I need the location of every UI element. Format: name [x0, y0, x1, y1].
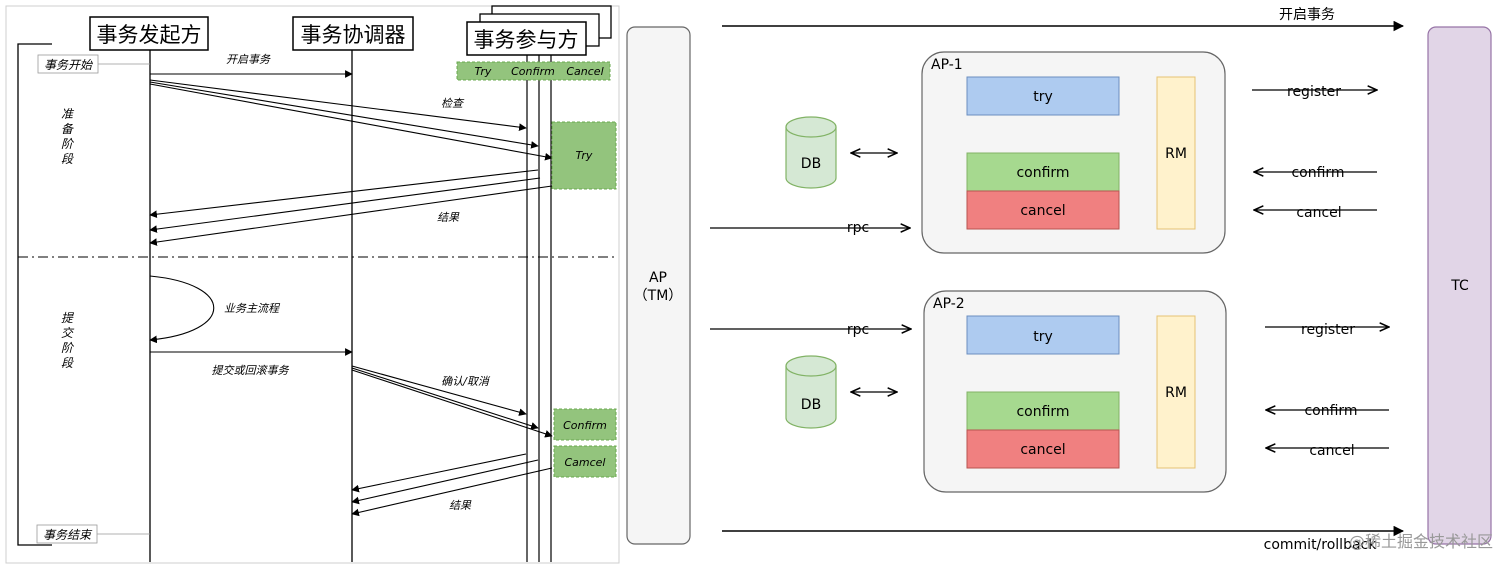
ap1-confirm-msg-label: confirm: [1291, 165, 1344, 181]
msg-confirm-cancel-arrow-1: [351, 365, 527, 416]
bottom-commit-label: commit/rollback: [1264, 537, 1378, 553]
msg-result-arrow-2: [149, 177, 541, 233]
phase-bracket: [17, 43, 52, 546]
header-cell-confirm: Confirm: [511, 65, 555, 78]
ap2-cancel-box: [966, 429, 1120, 469]
ap2-rm-label: RM: [1165, 385, 1187, 401]
prepare-phase-char-3: 阶: [61, 137, 75, 151]
ap2-try-box: [966, 315, 1120, 355]
ap1-rm-label: RM: [1165, 146, 1187, 162]
ap-group-2: AP-2 try confirm cancel RM DB rpc regist…: [710, 290, 1389, 493]
msg-result-label: 结果: [437, 211, 460, 224]
left-sequence-diagram: 事务发起方 事务协调器 事务参与方 事务开始 事务结束 准 备 阶 段 提 交 …: [5, 5, 620, 564]
lane-initiator-box: [89, 16, 209, 51]
ap1-rm-box: [1156, 76, 1196, 230]
ap2-register-label: register: [1301, 322, 1355, 338]
confirm-box-label: Confirm: [563, 419, 607, 432]
msg-result2-arrow-2: [351, 459, 539, 505]
left-panel-frame: [5, 5, 620, 564]
ap2-cancel-label: cancel: [1020, 442, 1065, 458]
ap1-try-box: [966, 76, 1120, 116]
top-open-tx-label: 开启事务: [1279, 7, 1335, 23]
ap-column: [626, 26, 691, 545]
ap1-cancel-msg-label: cancel: [1296, 205, 1341, 221]
msg-result-arrow-3: [149, 185, 553, 246]
prepare-phase-char-1: 准: [61, 107, 75, 121]
ap-label: AP: [649, 270, 667, 286]
msg-open-tx-label: 开启事务: [226, 53, 271, 66]
ap2-rm-box: [1156, 315, 1196, 469]
ap1-confirm-box: [966, 152, 1120, 192]
msg-result2-arrow-1: [351, 453, 527, 493]
commit-phase-char-2: 交: [61, 326, 75, 340]
prepare-phase-char-2: 备: [61, 122, 74, 136]
lane-coordinator-box: [292, 16, 414, 51]
commit-phase-char-1: 提: [61, 311, 75, 325]
prepare-phase-char-4: 段: [61, 152, 74, 166]
ap2-title: AP-2: [933, 296, 965, 312]
cancel-box: [553, 445, 617, 478]
lane-coordinator-label: 事务协调器: [301, 23, 406, 47]
lane-participant-label: 事务参与方: [474, 28, 579, 52]
lane-initiator-label: 事务发起方: [97, 23, 202, 47]
commit-phase-char-4: 段: [61, 356, 74, 370]
right-architecture-diagram: AP （TM） TC 开启事务 commit/rollback AP-1 try…: [626, 7, 1493, 553]
confirm-box: [553, 408, 617, 441]
ap2-try-label: try: [1033, 329, 1053, 345]
msg-confirm-cancel-arrow-3: [351, 369, 553, 438]
try-box: [551, 121, 617, 190]
footer-watermark: @稀土掘金技术社区: [1349, 532, 1493, 551]
msg-check-arrow-3: [149, 83, 553, 161]
ap1-cancel-label: cancel: [1020, 203, 1065, 219]
ap2-confirm-box: [966, 391, 1120, 431]
tx-end-label: 事务结束: [43, 528, 93, 542]
ap-label-tm: （TM）: [634, 288, 683, 304]
msg-commit-label: 提交或回滚事务: [212, 364, 290, 377]
ap-group-1: AP-1 try confirm cancel RM DB rpc regist…: [710, 51, 1377, 254]
ap1-db-cylinder: [785, 116, 837, 189]
ap1-register-label: register: [1287, 84, 1341, 100]
header-cell-cancel: Cancel: [566, 65, 603, 78]
tc-column: [1427, 26, 1492, 545]
ap2-db-label: DB: [801, 397, 821, 413]
ap2-confirm-msg-label: confirm: [1304, 403, 1357, 419]
commit-phase-char-3: 阶: [61, 341, 75, 355]
msg-result2-label: 结果: [449, 499, 472, 512]
ap2-confirm-label: confirm: [1016, 404, 1069, 420]
msg-result-arrow-1: [149, 169, 539, 219]
ap1-confirm-label: confirm: [1016, 165, 1069, 181]
tc-label: TC: [1450, 278, 1469, 294]
try-box-label: Try: [576, 149, 593, 162]
ap1-title: AP-1: [931, 57, 963, 73]
ap1-db-label: DB: [801, 156, 821, 172]
msg-business-flow-label: 业务主流程: [224, 302, 281, 315]
header-cell-try: Try: [475, 65, 492, 78]
msg-check-arrow-2: [149, 81, 539, 149]
participant-header-strip: [456, 61, 611, 81]
ap2-rpc-label: rpc: [847, 322, 869, 338]
msg-business-flow-arrow: [149, 275, 215, 344]
msg-check-arrow-1: [149, 79, 527, 131]
ap1-rpc-label: rpc: [847, 220, 869, 236]
lane-participant-box: [466, 21, 587, 56]
ap1-try-label: try: [1033, 89, 1053, 105]
ap2-cancel-msg-label: cancel: [1309, 443, 1354, 459]
tx-start-label: 事务开始: [44, 58, 93, 72]
msg-check-label: 检查: [441, 97, 465, 110]
msg-confirm-cancel-label: 确认/取消: [441, 375, 491, 388]
ap1-cancel-box: [966, 190, 1120, 230]
cancel-box-label: Camcel: [564, 456, 605, 469]
msg-confirm-cancel-arrow-2: [351, 367, 539, 430]
msg-result2-arrow-3: [351, 467, 553, 517]
ap2-db-cylinder: [785, 355, 837, 429]
